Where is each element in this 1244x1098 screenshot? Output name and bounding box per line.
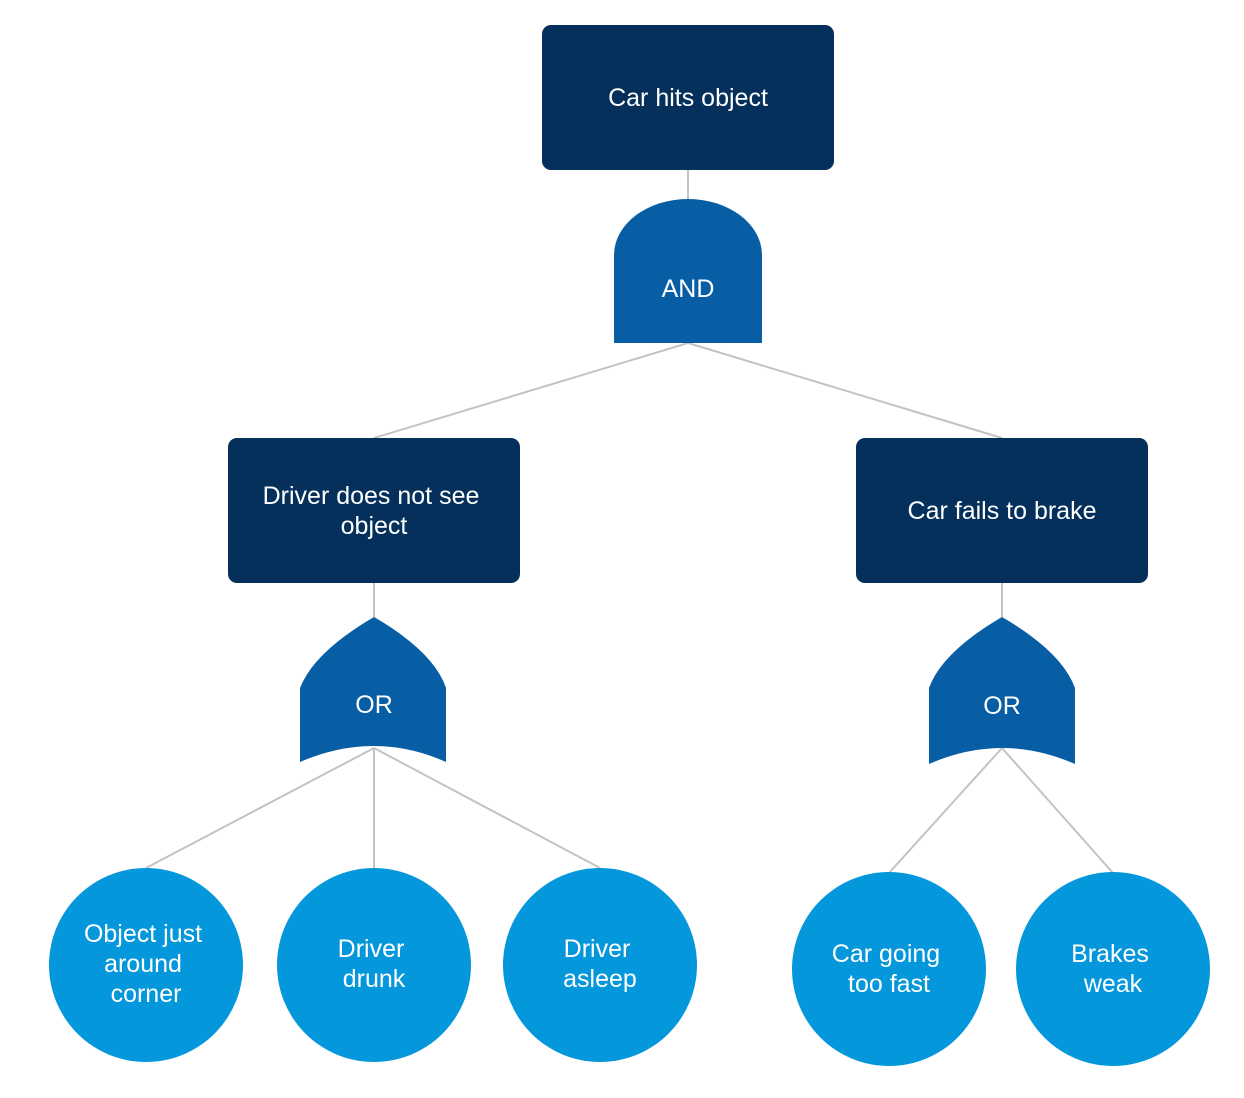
fails-to-brake-box: Car fails to brake bbox=[856, 438, 1148, 583]
driver-asleep-shape bbox=[503, 868, 697, 1062]
driver-not-see-label-line1: Driver does not see bbox=[263, 482, 480, 510]
or-gate-left: OR bbox=[300, 617, 446, 762]
fails-to-brake-shape bbox=[856, 438, 1148, 583]
connector-or-to-car-fast bbox=[888, 747, 1003, 874]
object-corner-line2: around bbox=[104, 950, 182, 978]
connector-or-to-driver-asleep bbox=[373, 747, 601, 869]
connector-and-to-driver-not-see bbox=[373, 342, 689, 439]
object-corner-shape bbox=[49, 868, 243, 1062]
basic-event-driver-drunk: Driver drunk bbox=[277, 868, 471, 1062]
and-gate: AND bbox=[614, 199, 762, 343]
or-gate-right-shape bbox=[929, 617, 1075, 764]
driver-asleep-line2: asleep bbox=[563, 965, 637, 993]
basic-event-object-corner: Object just around corner bbox=[49, 868, 243, 1062]
driver-drunk-shape bbox=[277, 868, 471, 1062]
driver-not-see-box: Driver does not see object bbox=[228, 438, 520, 583]
driver-drunk-line1: Driver bbox=[338, 935, 405, 963]
connector-or-to-object-corner bbox=[145, 747, 375, 869]
connector-and-to-fails-to-brake bbox=[687, 342, 1003, 439]
brakes-weak-line2: weak bbox=[1083, 970, 1143, 998]
connectors bbox=[145, 170, 1114, 874]
basic-event-driver-asleep: Driver asleep bbox=[503, 868, 697, 1062]
brakes-weak-line1: Brakes bbox=[1071, 940, 1149, 968]
basic-event-brakes-weak: Brakes weak bbox=[1016, 872, 1210, 1066]
brakes-weak-shape bbox=[1016, 872, 1210, 1066]
or-gate-right: OR bbox=[929, 617, 1075, 764]
top-event-label: Car hits object bbox=[608, 84, 768, 112]
connector-or-to-brakes-weak bbox=[1001, 747, 1114, 874]
or-gate-left-label: OR bbox=[355, 691, 393, 719]
driver-asleep-line1: Driver bbox=[564, 935, 631, 963]
and-gate-label: AND bbox=[662, 275, 715, 303]
car-fast-line2: too fast bbox=[848, 970, 930, 998]
driver-not-see-label-line2: object bbox=[341, 512, 408, 540]
driver-not-see-shape bbox=[228, 438, 520, 583]
object-corner-line3: corner bbox=[111, 980, 182, 1008]
driver-drunk-line2: drunk bbox=[343, 965, 406, 993]
top-event-box: Car hits object bbox=[542, 25, 834, 170]
car-fast-shape bbox=[792, 872, 986, 1066]
or-gate-right-label: OR bbox=[983, 692, 1021, 720]
or-gate-left-shape bbox=[300, 617, 446, 762]
fails-to-brake-label: Car fails to brake bbox=[908, 497, 1097, 525]
basic-event-car-fast: Car going too fast bbox=[792, 872, 986, 1066]
object-corner-line1: Object just bbox=[84, 920, 202, 948]
and-gate-shape bbox=[614, 199, 762, 343]
top-event-shape bbox=[542, 25, 834, 170]
car-fast-line1: Car going bbox=[832, 940, 940, 968]
